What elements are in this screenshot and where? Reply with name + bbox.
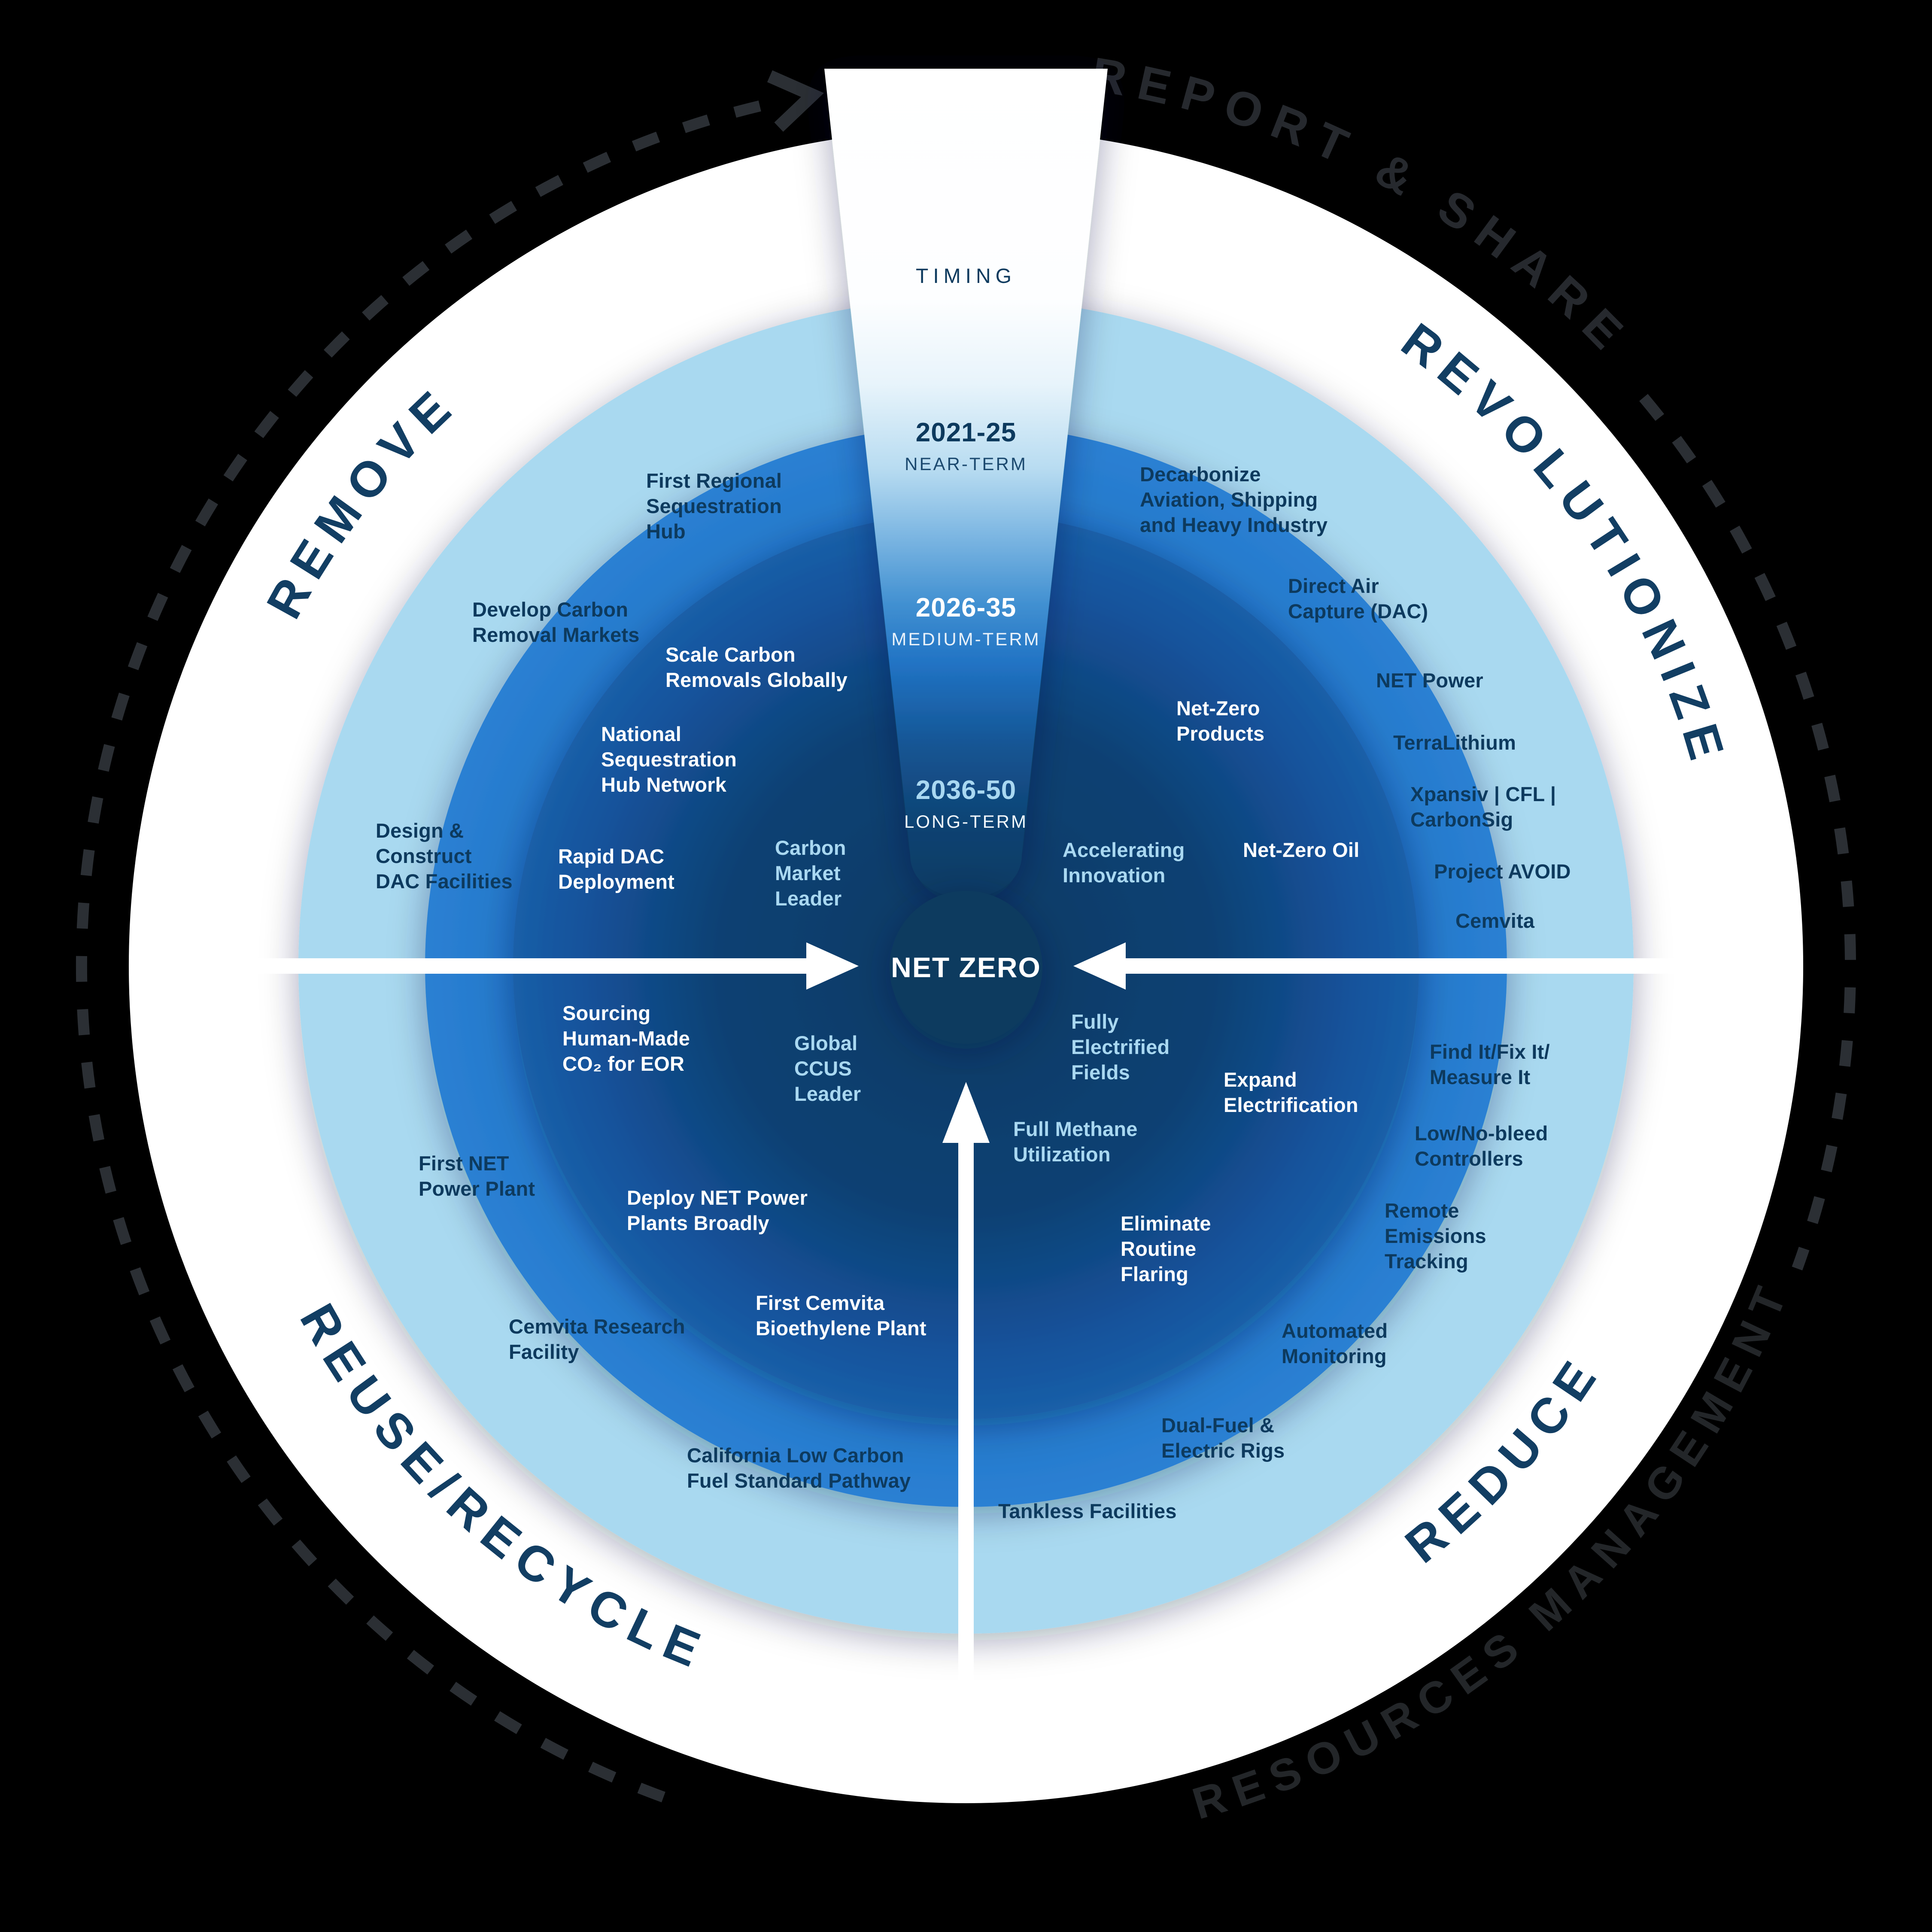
ring-item: First Regional Sequestration Hub: [646, 469, 782, 543]
ring-item: Scale Carbon Removals Globally: [665, 643, 848, 692]
period-years: 2036-50: [915, 775, 1017, 805]
ring-item: Xpansiv | CFL | CarbonSig: [1410, 783, 1556, 831]
ring-item: Carbon Market Leader: [775, 836, 846, 910]
dashed-arc-arrowhead-icon: [767, 70, 824, 132]
arrow-right-icon: [1073, 942, 1700, 990]
ring-item: Accelerating Innovation: [1063, 838, 1185, 887]
ring-item: NET Power: [1376, 669, 1483, 692]
ring-item: Net-Zero Products: [1176, 697, 1265, 745]
net-zero-circle: [890, 891, 1042, 1044]
ring-item: Design & Construct DAC Facilities: [376, 819, 513, 893]
ring-item: Full Methane Utilization: [1013, 1118, 1138, 1166]
period-years: 2026-35: [915, 593, 1017, 623]
ring-item: Find It/Fix It/ Measure It: [1430, 1040, 1550, 1089]
ring-item: Cemvita: [1455, 909, 1535, 932]
ring-item: Rapid DAC Deployment: [558, 845, 674, 893]
ring-item: Tankless Facilities: [998, 1500, 1177, 1522]
ring-item: Remote Emissions Tracking: [1385, 1199, 1486, 1273]
net-zero-label: NET ZERO: [891, 951, 1041, 983]
period-long-term: 2036-50 LONG-TERM: [904, 775, 1028, 832]
ring-item: Deploy NET Power Plants Broadly: [627, 1186, 808, 1235]
arrow-left-icon: [232, 942, 859, 990]
ring-item: Project AVOID: [1434, 860, 1571, 883]
outer-dashed-cycle-arc: [76, 95, 1856, 1803]
ring-item: Direct Air Capture (DAC): [1288, 574, 1428, 623]
ring-item: Fully Electrified Fields: [1071, 1010, 1170, 1084]
timing-beam: [824, 69, 1108, 898]
ring-item: Sourcing Human-Made CO₂ for EOR: [562, 1002, 690, 1075]
ring-item: Develop Carbon Removal Markets: [472, 598, 640, 647]
ring-item: Automated Monitoring: [1282, 1319, 1388, 1368]
timing-title: TIMING: [916, 265, 1016, 288]
period-term: LONG-TERM: [904, 811, 1028, 832]
period-near-term: 2021-25 NEAR-TERM: [905, 417, 1027, 474]
ring-item: First Cemvita Bioethylene Plant: [756, 1291, 927, 1340]
ring-item: Net-Zero Oil: [1243, 838, 1360, 861]
ring-item: Expand Electrification: [1224, 1068, 1358, 1117]
ring-item: First NET Power Plant: [419, 1152, 535, 1200]
arrow-bottom-icon: [942, 1082, 990, 1713]
ring-item: TerraLithium: [1393, 731, 1516, 754]
ring-item: Low/No-bleed Controllers: [1415, 1122, 1548, 1170]
period-term: NEAR-TERM: [905, 454, 1027, 474]
ring-item: Dual-Fuel & Electric Rigs: [1161, 1414, 1285, 1462]
ring-item: Cemvita Research Facility: [509, 1315, 685, 1364]
ring-item: Decarbonize Aviation, Shipping and Heavy…: [1140, 463, 1328, 537]
ring-item: Global CCUS Leader: [794, 1032, 861, 1106]
ring-item: Eliminate Routine Flaring: [1121, 1212, 1211, 1286]
ring-item: California Low Carbon Fuel Standard Path…: [687, 1444, 911, 1492]
period-years: 2021-25: [915, 418, 1017, 447]
period-medium-term: 2026-35 MEDIUM-TERM: [891, 592, 1040, 650]
period-term: MEDIUM-TERM: [891, 629, 1041, 649]
ring-item: National Sequestration Hub Network: [601, 723, 737, 796]
